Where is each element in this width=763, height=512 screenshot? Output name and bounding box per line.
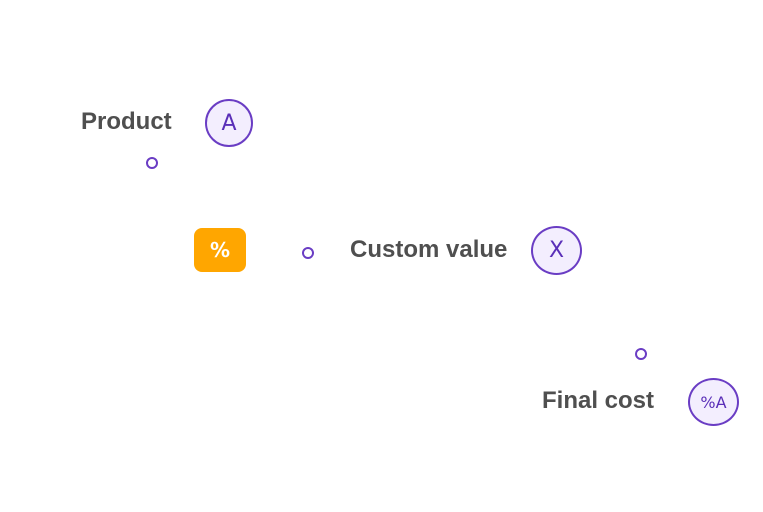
custom-value-label: Custom value xyxy=(350,236,508,263)
final-cost-connector-dot[interactable] xyxy=(635,348,647,360)
product-connector-dot[interactable] xyxy=(146,157,158,169)
percent-operator-badge[interactable]: % xyxy=(194,228,246,272)
final-cost-variable-badge[interactable]: %A xyxy=(688,378,739,426)
final-cost-label: Final cost xyxy=(542,387,655,414)
product-label: Product xyxy=(81,108,172,135)
product-variable-badge[interactable]: A xyxy=(205,99,253,147)
custom-value-variable-badge[interactable]: X xyxy=(531,226,582,275)
custom-value-connector-dot[interactable] xyxy=(302,247,314,259)
